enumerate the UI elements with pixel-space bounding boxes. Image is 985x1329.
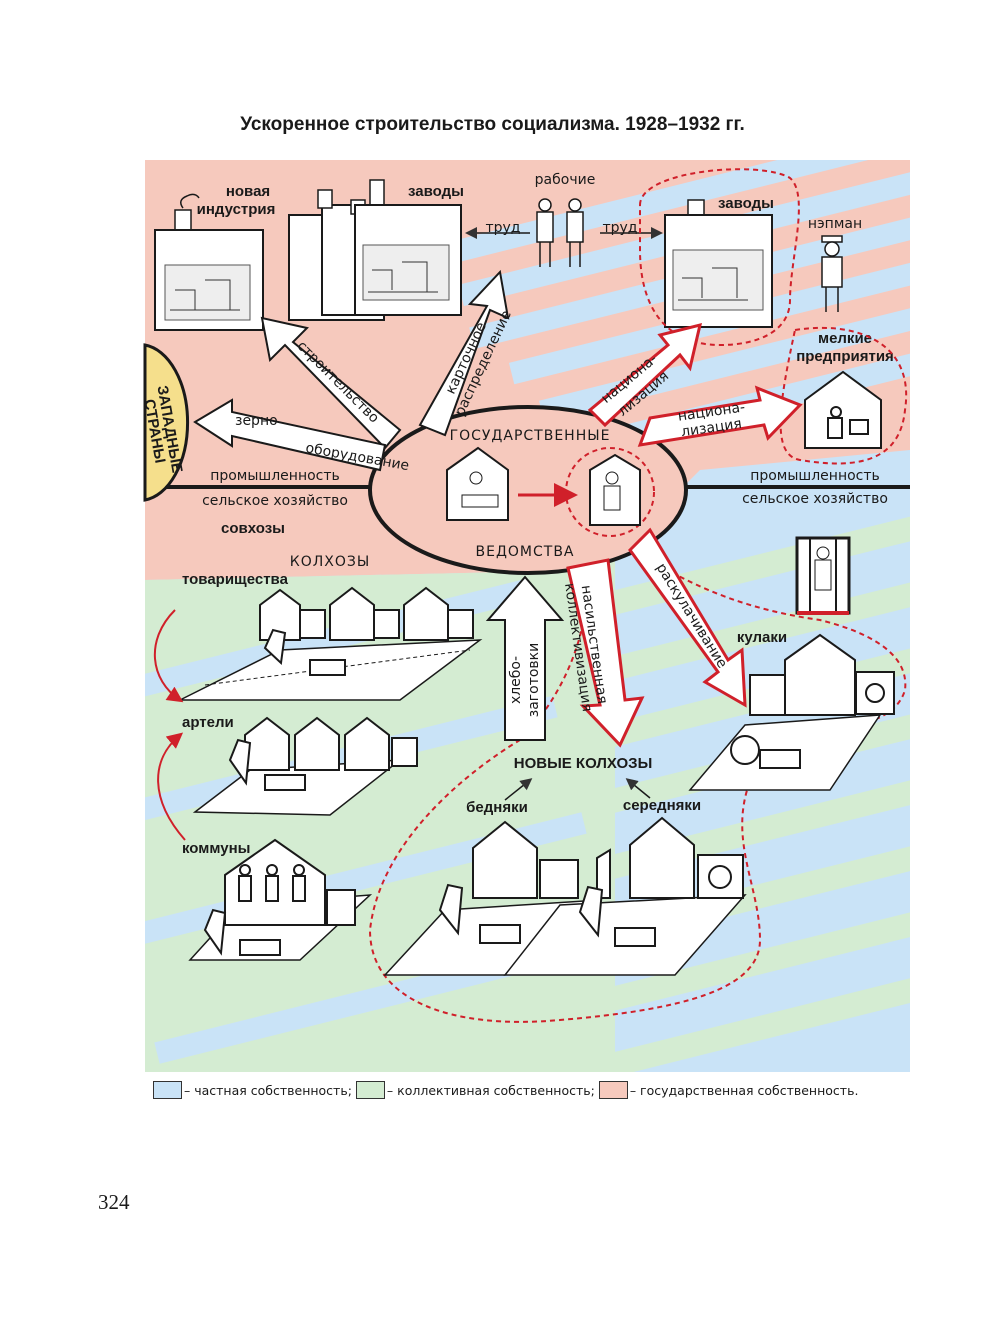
agriculture-left-label: сельское хозяйство — [202, 493, 348, 509]
nepman-figure — [821, 235, 843, 312]
industry-right-label: промышленность — [750, 468, 880, 484]
small-enterprise-house — [804, 370, 882, 449]
page-title: Ускоренное строительство социализма. 192… — [240, 114, 745, 135]
middle-to-new-arrow — [625, 778, 651, 799]
agriculture-right-label: сельское хозяйство — [742, 491, 888, 507]
legend-private: – частная собственность; — [153, 1081, 352, 1099]
sovkhozes-label: совхозы — [221, 520, 285, 537]
legend: – частная собственность; – коллективная … — [153, 1078, 933, 1102]
workers-label: рабочие — [535, 172, 596, 188]
legend-swatch-state — [598, 1081, 628, 1099]
factories-left-label: заводы — [408, 183, 464, 200]
communes-label: коммуны — [182, 840, 250, 857]
labor-left-label: труд — [485, 220, 520, 236]
western-countries-badge: ЗАПАДНЫЕ СТРАНЫ — [140, 343, 190, 502]
state-agencies-label-top: ГОСУДАРСТВЕННЫЕ — [450, 428, 611, 444]
artels-label: артели — [182, 714, 234, 731]
nepman-label: нэпман — [808, 216, 862, 232]
grain-label: зерно — [235, 413, 278, 429]
legend-swatch-collective — [355, 1081, 385, 1099]
grain-procurement-arrow: хлебо- заготовки — [485, 575, 565, 741]
legend-collective: – коллективная собственность; — [355, 1081, 595, 1099]
legend-text-collective: – коллективная собственность; — [386, 1082, 595, 1098]
middle-peasants-farm — [503, 816, 747, 976]
state-agencies-label-bottom: ВЕДОМСТВА — [476, 544, 575, 560]
new-industry-label-2: индустрия — [197, 201, 276, 218]
industry-left-label: промышленность — [210, 468, 340, 484]
new-industry-factory — [154, 193, 264, 331]
legend-swatch-private — [153, 1081, 182, 1099]
state-agencies-hub — [368, 405, 688, 575]
poor-to-new-arrow — [504, 778, 533, 801]
kulak-farm — [688, 633, 895, 791]
kolkhozes-label: КОЛХОЗЫ — [290, 554, 370, 570]
partnerships-farm — [179, 586, 483, 701]
poor-peasants-label: бедняки — [466, 799, 528, 816]
small-enterprises-label-2: предприятия — [796, 348, 894, 365]
legend-text-state: – государственная собственность. — [629, 1082, 859, 1098]
poor-peasants-farm — [383, 820, 603, 976]
new-kolkhozes-label: НОВЫЕ КОЛХОЗЫ — [514, 755, 653, 772]
factories-right-label: заводы — [718, 195, 774, 212]
small-enterprises-label-1: мелкие — [818, 330, 872, 347]
artels-farm — [192, 716, 418, 816]
page-number: 324 — [98, 1190, 130, 1214]
prisoner-window — [795, 536, 851, 615]
communes-farm — [188, 838, 373, 961]
grain-procurement-label-1: хлебо- — [508, 656, 524, 704]
workers-figures — [536, 198, 584, 267]
factories-group-left — [288, 179, 462, 321]
legend-text-private: – частная собственность; — [184, 1082, 352, 1098]
progression-arrows — [153, 609, 186, 841]
factory-right — [664, 199, 773, 328]
grain-procurement-label-2: заготовки — [526, 643, 542, 717]
legend-state: – государственная собственность. — [598, 1081, 859, 1099]
kulaks-label: кулаки — [737, 629, 787, 646]
labor-right-label: труд — [602, 220, 637, 236]
new-industry-label-1: новая — [226, 183, 270, 200]
middle-peasants-label: середняки — [623, 797, 701, 814]
partnerships-label: товарищества — [182, 571, 289, 588]
